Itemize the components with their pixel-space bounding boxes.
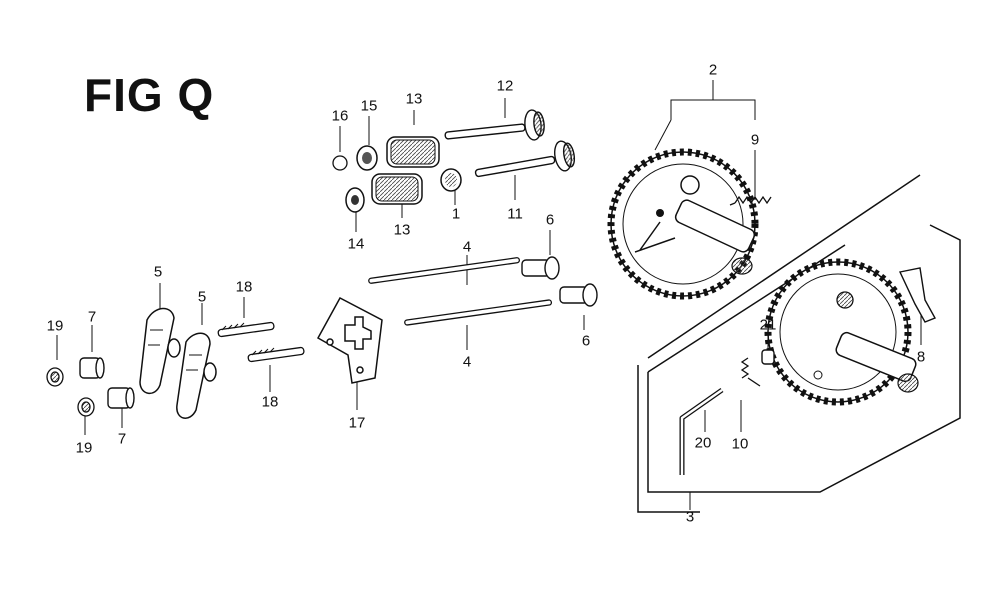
valve-part-12 <box>444 109 545 141</box>
retainer-part-15 <box>356 145 378 171</box>
figure-title: FIG Q <box>84 69 215 121</box>
callout-6-lower: 6 <box>581 332 591 350</box>
rocker-arms-part-5 <box>139 307 217 419</box>
camshaft-gear-upper <box>607 148 759 300</box>
callout-18-lower: 18 <box>261 393 279 411</box>
studs-part-18 <box>217 321 305 363</box>
callout-5-left: 5 <box>153 263 163 281</box>
subassembly-outline <box>637 174 961 513</box>
callout-19-upper: 19 <box>46 317 64 335</box>
callout-15: 15 <box>360 97 378 115</box>
tappets-part-6 <box>521 256 598 307</box>
callout-19-lower: 19 <box>75 439 93 457</box>
callout-11: 11 <box>507 205 523 223</box>
pivots-part-7 <box>79 357 135 409</box>
callout-7-lower: 7 <box>117 430 127 448</box>
retainer-part-14 <box>345 187 365 213</box>
callout-5-right: 5 <box>197 288 207 306</box>
guide-plate-part-17 <box>316 296 383 384</box>
callout-17: 17 <box>348 414 366 432</box>
camshaft-gear-lower <box>764 258 919 406</box>
callout-1: 1 <box>451 205 461 223</box>
nuts-part-19 <box>46 367 95 417</box>
callout-18-upper: 18 <box>235 278 253 296</box>
rotator-part-1 <box>440 168 462 192</box>
governor-arm-part-8 <box>898 267 936 323</box>
leader-lines <box>56 80 922 510</box>
valve-spring-upper-13 <box>386 136 440 168</box>
callout-21: 21 <box>759 316 777 334</box>
keeper-part-16 <box>332 155 348 171</box>
callout-8: 8 <box>916 348 926 366</box>
callout-20: 20 <box>694 434 712 452</box>
callout-13-lower: 13 <box>393 221 411 239</box>
callout-12: 12 <box>496 77 514 95</box>
callout-4-upper: 4 <box>462 238 472 256</box>
callout-4-lower: 4 <box>462 353 472 371</box>
governor-spring-part-9 <box>729 195 772 206</box>
rod-part-20 <box>679 387 724 475</box>
callout-9: 9 <box>750 131 760 149</box>
valve-part-11 <box>474 140 576 178</box>
callout-13-upper: 13 <box>405 90 423 108</box>
callout-3: 3 <box>685 508 695 526</box>
callout-14: 14 <box>347 235 365 253</box>
callout-7-upper: 7 <box>87 308 97 326</box>
callout-16: 16 <box>331 107 349 125</box>
valve-spring-lower-13 <box>371 173 423 205</box>
callout-6-upper: 6 <box>545 211 555 229</box>
push-rods-part-4 <box>368 257 553 326</box>
callout-2: 2 <box>708 61 718 79</box>
spring-part-10 <box>740 357 761 387</box>
pin-part-21 <box>761 349 775 365</box>
callout-10: 10 <box>731 435 749 453</box>
